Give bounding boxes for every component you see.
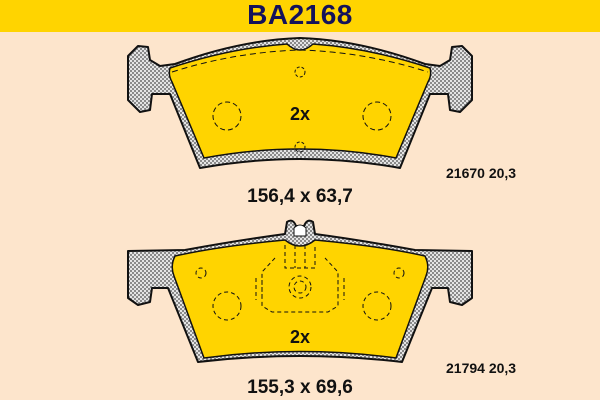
header-bar: BA2168 <box>0 0 600 32</box>
pad2-dimensions: 155,3 x 69,6 <box>247 377 353 398</box>
pad1-friction <box>168 43 432 159</box>
pad1-code: 21670 20,3 <box>446 165 517 181</box>
pad2-friction <box>171 239 429 359</box>
pad2-code: 21794 20,3 <box>446 360 517 376</box>
pad1-quantity: 2x <box>289 104 311 124</box>
pad1-dimensions: 156,4 x 63,7 <box>247 186 353 207</box>
part-number-title: BA2168 <box>247 0 353 30</box>
pad2-quantity: 2x <box>289 327 311 347</box>
